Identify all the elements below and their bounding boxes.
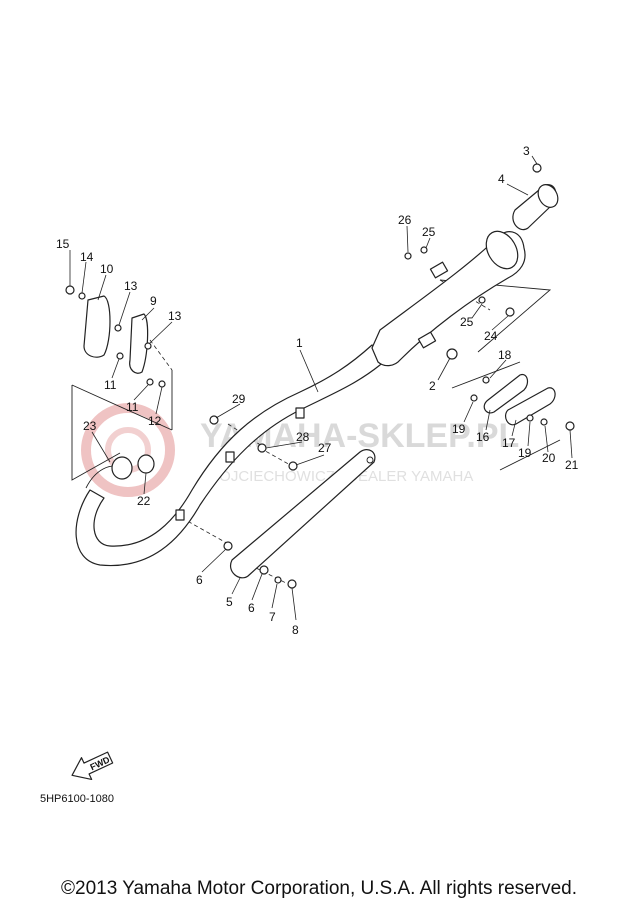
pipe-bracket-3 xyxy=(295,407,305,419)
nut-27 xyxy=(288,461,298,471)
rear-bracket-parts xyxy=(404,246,575,431)
callout-17: 17 xyxy=(502,436,516,450)
callout-26: 26 xyxy=(398,213,412,227)
flange-10 xyxy=(83,295,111,358)
washer-7 xyxy=(274,576,282,584)
nut-12 xyxy=(158,380,166,388)
flange-9 xyxy=(129,313,149,374)
bracket-17 xyxy=(504,387,556,426)
callout-24: 24 xyxy=(484,329,498,343)
washer-13b xyxy=(144,342,152,350)
callout-21: 21 xyxy=(565,458,579,472)
callout-12: 12 xyxy=(148,414,162,428)
callouts: 1 2 3 4 5 6 6 7 8 9 10 11 11 12 13 13 14… xyxy=(56,144,579,637)
callout-18: 18 xyxy=(498,348,512,362)
collar-6b xyxy=(259,565,269,575)
callout-3: 3 xyxy=(523,144,530,158)
bolt-24 xyxy=(505,307,515,317)
callout-2: 2 xyxy=(429,379,436,393)
tail-pipe xyxy=(512,163,559,231)
washer-19b xyxy=(526,414,534,422)
callout-22: 22 xyxy=(137,494,151,508)
muffler-mount-upper xyxy=(429,261,449,279)
washer-14 xyxy=(78,292,86,300)
damper-2 xyxy=(446,348,458,360)
bolt-15 xyxy=(65,285,75,295)
stay-fasteners xyxy=(209,415,298,589)
callout-15: 15 xyxy=(56,237,70,251)
callout-8: 8 xyxy=(292,623,299,637)
bolt-21 xyxy=(565,421,575,431)
callout-13a: 13 xyxy=(124,279,138,293)
gasket-23 xyxy=(111,456,133,480)
washer-13a xyxy=(114,324,122,332)
callout-28: 28 xyxy=(296,430,310,444)
callout-11a: 11 xyxy=(104,378,117,392)
callout-19a: 19 xyxy=(452,422,466,436)
washer-19a xyxy=(470,394,478,402)
callout-10: 10 xyxy=(100,262,114,276)
callout-11b: 11 xyxy=(126,400,139,414)
washer-18 xyxy=(482,376,490,384)
callout-25b: 25 xyxy=(460,315,474,329)
callout-7: 7 xyxy=(269,610,276,624)
nut-11a xyxy=(116,352,124,360)
callout-25a: 25 xyxy=(422,225,436,239)
callout-16: 16 xyxy=(476,430,490,444)
callout-6b: 6 xyxy=(248,601,255,615)
bracket-16 xyxy=(483,373,529,414)
fwd-arrow-icon: FWD xyxy=(71,751,114,781)
callout-4: 4 xyxy=(498,172,505,186)
exhaust-pipe xyxy=(75,344,391,567)
callout-5: 5 xyxy=(226,595,233,609)
callout-20: 20 xyxy=(542,451,556,465)
leader-lines xyxy=(69,155,573,621)
watermark-logo-icon xyxy=(81,403,175,497)
callout-1: 1 xyxy=(296,336,303,350)
washer-25a xyxy=(420,246,428,254)
nut-11b xyxy=(146,378,154,386)
collar-6a xyxy=(223,541,233,551)
muffler-mount-lower xyxy=(417,331,437,349)
diagram-code: 5HP6100-1080 xyxy=(40,793,115,805)
callout-14: 14 xyxy=(80,250,94,264)
washer-25b xyxy=(478,296,486,304)
callout-29: 29 xyxy=(232,392,246,406)
nut-26 xyxy=(404,252,412,260)
callout-9: 9 xyxy=(150,294,157,308)
callout-23: 23 xyxy=(83,419,97,433)
callout-6a: 6 xyxy=(196,573,203,587)
gasket-22 xyxy=(137,454,155,474)
copyright-notice: ©2013 Yamaha Motor Corporation, U.S.A. A… xyxy=(61,878,577,899)
bolt-3 xyxy=(532,163,542,173)
callout-19b: 19 xyxy=(518,446,532,460)
pipe-bracket-2 xyxy=(225,451,235,463)
callout-27: 27 xyxy=(318,441,332,455)
exhaust-stay xyxy=(230,449,376,579)
callout-13b: 13 xyxy=(168,309,182,323)
pipe-bracket-1 xyxy=(175,509,185,521)
muffler xyxy=(371,230,526,367)
front-flange-parts xyxy=(65,285,166,480)
bolt-8 xyxy=(287,579,297,589)
washer-28 xyxy=(257,443,267,453)
washer-20 xyxy=(540,418,548,426)
